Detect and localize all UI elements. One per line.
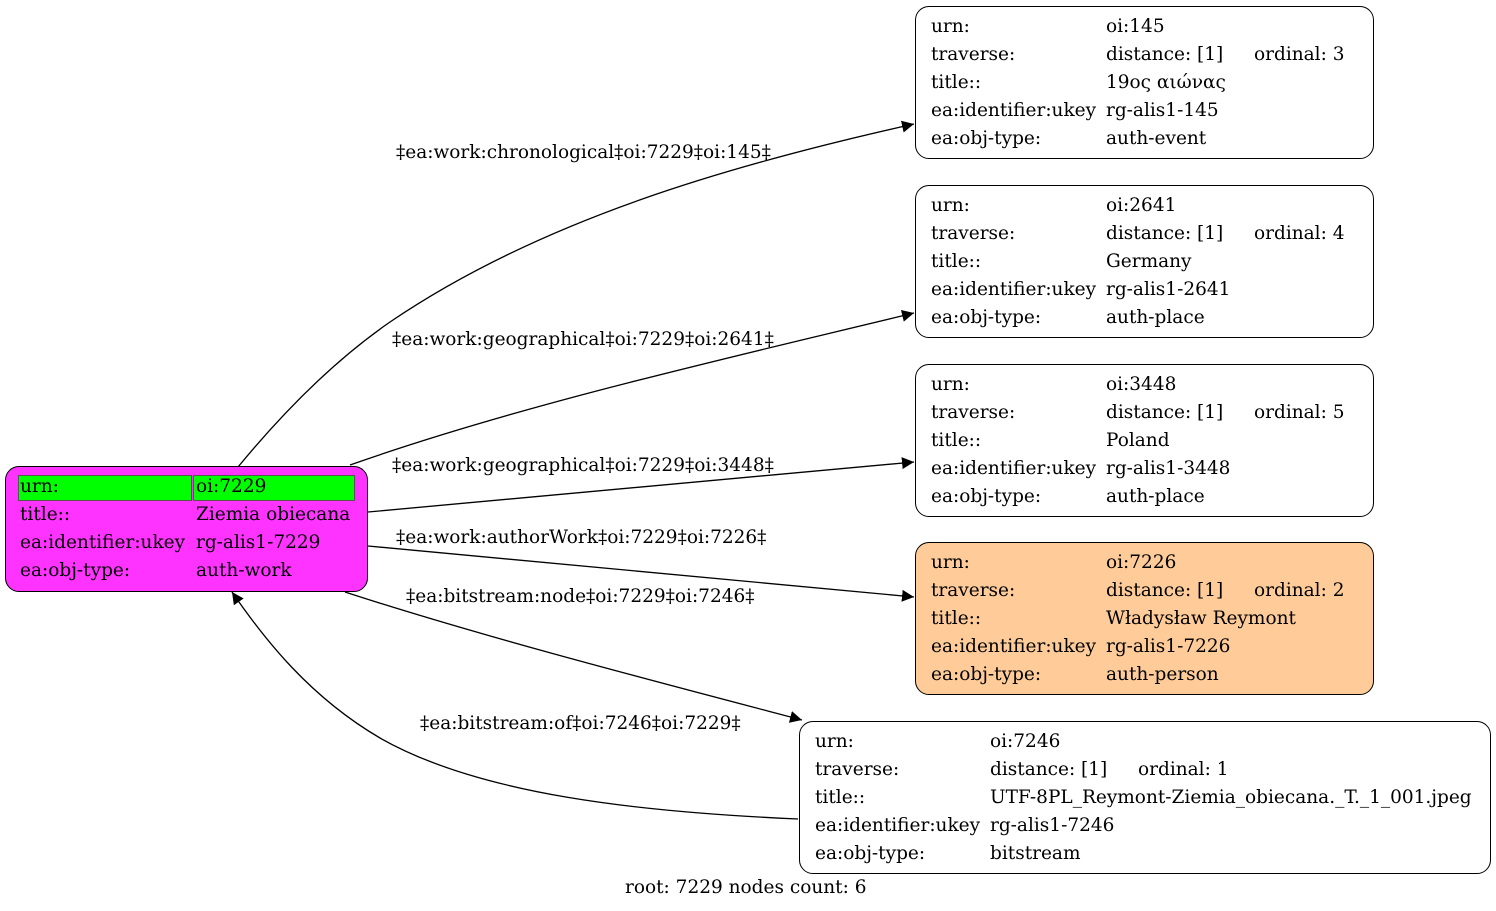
node-traverse-key: traverse: <box>931 580 1016 601</box>
root-urn-value-highlight <box>193 475 355 501</box>
node-urn-value: oi:145 <box>1106 16 1165 37</box>
edge-geographical-2641 <box>349 309 915 466</box>
edge-bitstream-of-7229 <box>231 591 799 820</box>
root-title-value: Ziemia obiecana <box>196 504 351 525</box>
node-distance: distance: [1] <box>990 759 1108 780</box>
graph-footer: root: 7229 nodes count: 6 <box>625 877 867 898</box>
root-type-value: auth-work <box>196 560 292 581</box>
node-distance: distance: [1] <box>1106 223 1224 244</box>
edge-label-bitstream-of-7229: ‡ea:bitstream:of‡oi:7246‡oi:7229‡ <box>420 713 741 734</box>
node-oi-145[interactable]: urn: oi:145 traverse: distance: [1] ordi… <box>915 6 1374 159</box>
node-type-value: auth-place <box>1106 486 1205 507</box>
edge-chronological-145 <box>237 120 915 468</box>
node-urn-key: urn: <box>931 552 970 573</box>
node-type-key: ea:obj-type: <box>931 128 1042 149</box>
node-title-value: UTF-8PL_Reymont-Ziemia_obiecana._T._1_00… <box>990 787 1472 808</box>
node-distance: distance: [1] <box>1106 580 1224 601</box>
node-oi-2641[interactable]: urn: oi:2641 traverse: distance: [1] ord… <box>915 185 1374 338</box>
node-type-value: auth-person <box>1106 664 1219 685</box>
node-title-value: Poland <box>1106 430 1170 451</box>
node-ordinal: ordinal: 1 <box>1138 759 1229 780</box>
node-distance: distance: [1] <box>1106 44 1224 65</box>
node-oi-7246[interactable]: urn: oi:7246 traverse: distance: [1] ord… <box>799 721 1491 874</box>
edge-label-geographical-2641: ‡ea:work:geographical‡oi:7229‡oi:2641‡ <box>392 329 774 350</box>
node-type-value: auth-place <box>1106 307 1205 328</box>
node-type-key: ea:obj-type: <box>931 307 1042 328</box>
node-traverse-key: traverse: <box>931 44 1016 65</box>
node-ukey-key: ea:identifier:ukey <box>931 279 1097 300</box>
node-title-key: title:: <box>931 608 982 629</box>
node-title-value: Władysław Reymont <box>1106 608 1296 629</box>
node-oi-7226[interactable]: urn: oi:7226 traverse: distance: [1] ord… <box>915 542 1374 695</box>
node-urn-value: oi:7246 <box>990 731 1061 752</box>
node-type-value: bitstream <box>990 843 1081 864</box>
node-ukey-key: ea:identifier:ukey <box>931 100 1097 121</box>
node-title-key: title:: <box>931 251 982 272</box>
node-traverse-key: traverse: <box>815 759 900 780</box>
node-oi-3448[interactable]: urn: oi:3448 traverse: distance: [1] ord… <box>915 364 1374 517</box>
node-urn-key: urn: <box>931 374 970 395</box>
node-urn-value: oi:3448 <box>1106 374 1177 395</box>
node-title-value: 19ος αιώνας <box>1106 72 1226 93</box>
edge-bitstream-node-7246 <box>344 591 803 723</box>
edge-label-authorwork-7226: ‡ea:work:authorWork‡oi:7229‡oi:7226‡ <box>396 527 767 548</box>
edge-label-chronological-145: ‡ea:work:chronological‡oi:7229‡oi:145‡ <box>396 142 771 163</box>
node-type-key: ea:obj-type: <box>931 486 1042 507</box>
node-urn-key: urn: <box>815 731 854 752</box>
node-ukey-value: rg-alis1-145 <box>1106 100 1219 121</box>
node-urn-key: urn: <box>931 195 970 216</box>
node-title-value: Germany <box>1106 251 1192 272</box>
node-title-key: title:: <box>815 787 866 808</box>
node-type-key: ea:obj-type: <box>815 843 926 864</box>
node-ordinal: ordinal: 4 <box>1254 223 1345 244</box>
node-ukey-key: ea:identifier:ukey <box>931 636 1097 657</box>
node-ordinal: ordinal: 3 <box>1254 44 1345 65</box>
node-ukey-key: ea:identifier:ukey <box>931 458 1097 479</box>
node-ukey-value: rg-alis1-7246 <box>990 815 1115 836</box>
node-urn-value: oi:2641 <box>1106 195 1177 216</box>
node-ukey-value: rg-alis1-3448 <box>1106 458 1231 479</box>
node-ukey-value: rg-alis1-2641 <box>1106 279 1231 300</box>
root-title-key: title:: <box>20 504 71 525</box>
root-urn-value: oi:7229 <box>196 476 267 497</box>
root-urn-key-highlight <box>18 475 192 501</box>
edge-label-geographical-3448: ‡ea:work:geographical‡oi:7229‡oi:3448‡ <box>392 455 774 476</box>
node-traverse-key: traverse: <box>931 402 1016 423</box>
node-type-value: auth-event <box>1106 128 1207 149</box>
node-ordinal: ordinal: 2 <box>1254 580 1345 601</box>
node-urn-key: urn: <box>931 16 970 37</box>
edge-authorwork-7226 <box>367 545 915 602</box>
root-type-key: ea:obj-type: <box>20 560 131 581</box>
node-title-key: title:: <box>931 430 982 451</box>
node-ukey-value: rg-alis1-7226 <box>1106 636 1231 657</box>
root-urn-key: urn: <box>20 476 59 497</box>
edge-geographical-3448 <box>367 457 915 513</box>
node-type-key: ea:obj-type: <box>931 664 1042 685</box>
root-node[interactable]: urn: oi:7229 title:: Ziemia obiecana ea:… <box>5 466 368 592</box>
node-traverse-key: traverse: <box>931 223 1016 244</box>
node-ordinal: ordinal: 5 <box>1254 402 1345 423</box>
node-ukey-key: ea:identifier:ukey <box>815 815 981 836</box>
node-distance: distance: [1] <box>1106 402 1224 423</box>
edge-label-bitstream-node-7246: ‡ea:bitstream:node‡oi:7229‡oi:7246‡ <box>406 586 755 607</box>
node-title-key: title:: <box>931 72 982 93</box>
root-ukey-key: ea:identifier:ukey <box>20 532 186 553</box>
node-urn-value: oi:7226 <box>1106 552 1177 573</box>
root-ukey-value: rg-alis1-7229 <box>196 532 321 553</box>
